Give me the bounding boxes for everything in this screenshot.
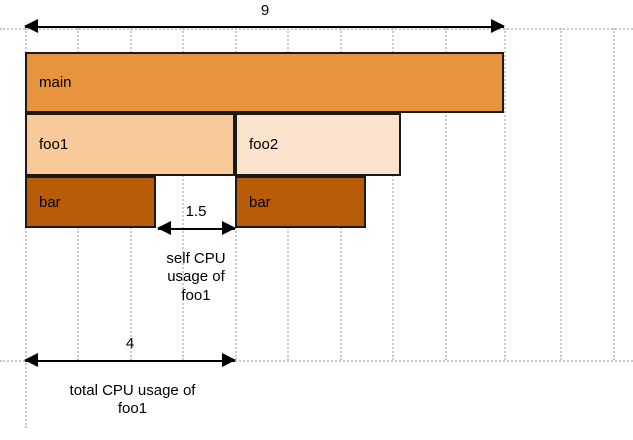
arrow-shaft [25,360,235,362]
gridline-9 [504,28,506,360]
frame-label-foo2: foo2 [249,136,279,153]
caption-self-line-1: self CPU [166,250,226,267]
frame-label-bar-left: bar [39,193,61,211]
arrow-head-right [491,19,505,33]
gridline-8 [445,28,447,360]
gridline-10 [560,28,562,360]
gridline-horizontal-bottom [0,360,633,362]
caption-total-cpu-usage: total CPU usage of foo1 [30,382,235,419]
caption-total-line-2: foo1 [117,400,148,418]
arrow-head-left [24,19,38,33]
frame-foo1[interactable]: foo1 [25,113,235,176]
measure-label-total-main: 9 [260,2,270,19]
gridline-horizontal-top [0,28,633,30]
frame-foo2[interactable]: foo2 [235,113,401,176]
measure-label-self-cpu: 1.5 [185,203,207,220]
arrow-shaft [25,26,504,28]
caption-self-cpu-usage: self CPU usage of foo1 [141,250,251,305]
frame-label-main: main [39,74,72,91]
frame-bar-right[interactable]: bar [235,176,366,228]
caption-self-line-3: foo1 [181,286,211,304]
gridline-7 [392,28,394,360]
arrow-shaft [158,228,235,230]
caption-total-line-1: total CPU usage of [69,382,196,399]
frame-bar-left[interactable]: bar [25,176,156,228]
frame-label-bar-right: bar [249,193,271,211]
arrow-head-right [222,221,236,235]
caption-self-line-2: usage of [167,268,225,286]
gridline-3 [182,28,184,360]
measure-label-total-cpu: 4 [125,335,135,352]
frame-label-foo1: foo1 [39,136,69,153]
arrow-head-left [24,353,38,367]
gridline-0 [25,28,27,428]
arrow-head-right [222,353,236,367]
frame-main[interactable]: main [25,52,504,113]
gridline-11 [613,28,615,360]
arrow-head-left [157,221,171,235]
